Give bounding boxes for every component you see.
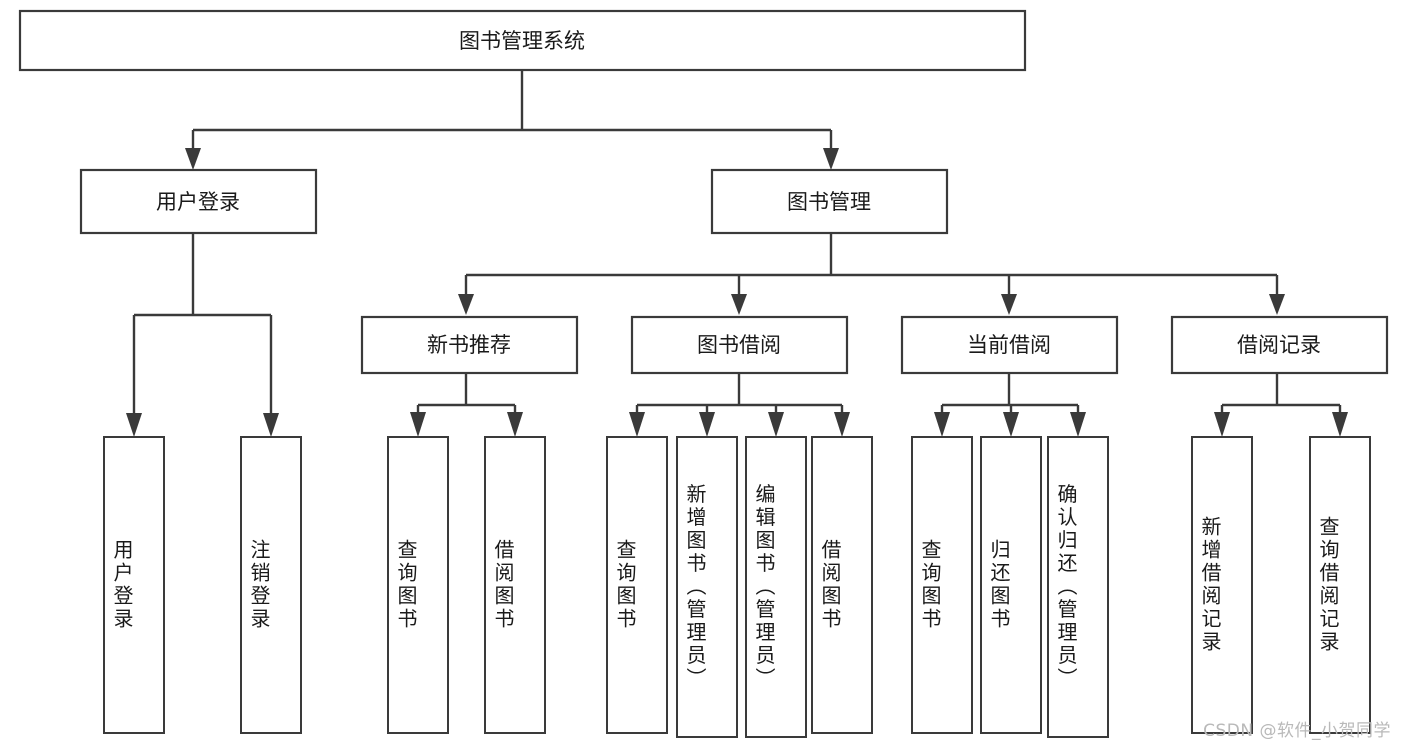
node-book-manage-box[interactable] xyxy=(710,168,949,235)
node-leaf-query-book-3-label: 查询图书 xyxy=(918,539,942,631)
node-leaf-add-record[interactable]: 新增借阅记录 xyxy=(1191,436,1253,734)
node-leaf-add-record-label: 新增借阅记录 xyxy=(1198,516,1222,654)
arrow-head-leaf-borrow-book-1 xyxy=(507,412,523,437)
node-leaf-query-record-label: 查询借阅记录 xyxy=(1316,516,1340,654)
node-leaf-query-book-2[interactable]: 查询图书 xyxy=(606,436,668,734)
node-book-manage-label: 图书管理 xyxy=(787,190,871,214)
node-root-label: 图书管理系统 xyxy=(459,29,585,53)
arrow-head-borrow-record xyxy=(1269,294,1285,315)
node-borrow-record-label: 借阅记录 xyxy=(1237,333,1321,357)
edge-group-new-book-rec xyxy=(410,373,523,437)
edge-group-user-login xyxy=(126,233,279,437)
node-leaf-query-book-1[interactable]: 查询图书 xyxy=(387,436,449,734)
node-leaf-query-record-box[interactable] xyxy=(1309,436,1371,734)
arrow-head-book-manage xyxy=(823,148,839,170)
node-leaf-query-book-1-box[interactable] xyxy=(387,436,449,734)
node-book-manage[interactable]: 图书管理 xyxy=(710,168,949,235)
node-root[interactable]: 图书管理系统 xyxy=(18,9,1027,72)
node-leaf-query-book-2-box[interactable] xyxy=(606,436,668,734)
node-book-borrow-box[interactable] xyxy=(630,315,849,375)
node-leaf-add-book[interactable]: 新增图书（管理员） xyxy=(676,436,738,738)
node-leaf-confirm-return-label: 确认归还（管理员） xyxy=(1054,483,1078,690)
node-leaf-confirm-return-box[interactable] xyxy=(1047,436,1109,738)
arrow-head-leaf-borrow-book-2 xyxy=(834,412,850,437)
arrow-head-book-borrow xyxy=(731,294,747,315)
node-leaf-user-logout[interactable]: 注销登录 xyxy=(240,436,302,734)
node-current-borrow-label: 当前借阅 xyxy=(967,333,1051,357)
node-leaf-user-logout-box[interactable] xyxy=(240,436,302,734)
node-current-borrow[interactable]: 当前借阅 xyxy=(900,315,1119,375)
node-new-book-rec[interactable]: 新书推荐 xyxy=(360,315,579,375)
node-leaf-query-book-3[interactable]: 查询图书 xyxy=(911,436,973,734)
node-leaf-user-login[interactable]: 用户登录 xyxy=(103,436,165,734)
node-book-borrow-label: 图书借阅 xyxy=(697,333,781,357)
node-leaf-query-book-2-label: 查询图书 xyxy=(613,539,637,631)
node-leaf-edit-book[interactable]: 编辑图书（管理员） xyxy=(745,436,807,738)
node-leaf-borrow-book-1-label: 借阅图书 xyxy=(491,539,515,631)
arrow-head-leaf-add-book xyxy=(699,412,715,437)
node-new-book-rec-label: 新书推荐 xyxy=(427,333,511,357)
arrow-head-current-borrow xyxy=(1001,294,1017,315)
arrow-head-leaf-query-book-3 xyxy=(934,412,950,437)
node-leaf-user-login-label: 用户登录 xyxy=(110,539,134,631)
arrow-head-new-book-rec xyxy=(458,294,474,315)
node-leaf-query-record[interactable]: 查询借阅记录 xyxy=(1309,436,1371,734)
node-leaf-borrow-book-1-box[interactable] xyxy=(484,436,546,734)
node-user-login[interactable]: 用户登录 xyxy=(79,168,318,235)
node-leaf-borrow-book-2-box[interactable] xyxy=(811,436,873,734)
arrow-head-leaf-query-book-1 xyxy=(410,412,426,437)
node-leaf-add-book-label: 新增图书（管理员） xyxy=(683,483,707,690)
node-leaf-user-login-box[interactable] xyxy=(103,436,165,734)
node-leaf-borrow-book-1[interactable]: 借阅图书 xyxy=(484,436,546,734)
edge-group-current-borrow xyxy=(934,373,1086,437)
edge-group-root xyxy=(185,70,839,170)
node-new-book-rec-box[interactable] xyxy=(360,315,579,375)
node-user-login-box[interactable] xyxy=(79,168,318,235)
node-leaf-edit-book-box[interactable] xyxy=(745,436,807,738)
node-leaf-return-book-label: 归还图书 xyxy=(987,539,1011,631)
arrow-head-leaf-query-book-2 xyxy=(629,412,645,437)
node-leaf-user-logout-label: 注销登录 xyxy=(247,539,271,631)
node-leaf-return-book[interactable]: 归还图书 xyxy=(980,436,1042,734)
arrow-head-leaf-edit-book xyxy=(768,412,784,437)
node-root-box[interactable] xyxy=(18,9,1027,72)
node-leaf-confirm-return[interactable]: 确认归还（管理员） xyxy=(1047,436,1109,738)
edge-group-book-borrow xyxy=(629,373,850,437)
node-leaf-add-record-box[interactable] xyxy=(1191,436,1253,734)
node-leaf-edit-book-label: 编辑图书（管理员） xyxy=(752,483,776,690)
node-leaf-return-book-box[interactable] xyxy=(980,436,1042,734)
node-leaf-query-book-1-label: 查询图书 xyxy=(394,539,418,631)
node-user-login-label: 用户登录 xyxy=(156,190,240,214)
node-book-borrow[interactable]: 图书借阅 xyxy=(630,315,849,375)
arrow-head-leaf-confirm-return xyxy=(1070,412,1086,437)
arrow-head-leaf-user-logout xyxy=(263,413,279,437)
node-leaf-add-book-box[interactable] xyxy=(676,436,738,738)
node-leaf-borrow-book-2-label: 借阅图书 xyxy=(818,539,842,631)
node-current-borrow-box[interactable] xyxy=(900,315,1119,375)
node-borrow-record[interactable]: 借阅记录 xyxy=(1170,315,1389,375)
arrow-head-leaf-return-book xyxy=(1003,412,1019,437)
arrow-head-user-login xyxy=(185,148,201,170)
edge-group-borrow-record xyxy=(1214,373,1348,437)
edge-group-book-manage xyxy=(458,233,1285,315)
node-leaf-query-book-3-box[interactable] xyxy=(911,436,973,734)
arrow-head-leaf-add-record xyxy=(1214,412,1230,437)
node-borrow-record-box[interactable] xyxy=(1170,315,1389,375)
arrow-head-leaf-user-login xyxy=(126,413,142,437)
arrow-head-leaf-query-record xyxy=(1332,412,1348,437)
node-leaf-borrow-book-2[interactable]: 借阅图书 xyxy=(811,436,873,734)
